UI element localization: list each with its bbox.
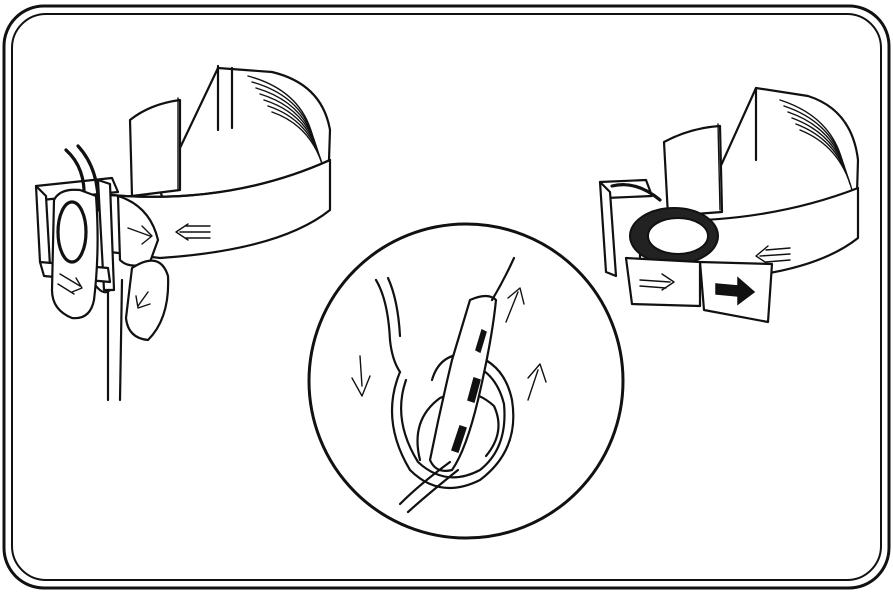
direction-arrow-icon	[715, 276, 756, 306]
figure-frame	[2, 4, 891, 590]
right-band-ribs	[779, 99, 853, 191]
direction-arrow-icon	[135, 291, 151, 309]
left-strap-assembly	[34, 64, 332, 402]
right-strap-fastened	[598, 86, 860, 324]
direction-arrow-icon	[505, 287, 525, 323]
direction-arrow-icon	[57, 273, 83, 295]
direction-arrow-icon	[351, 355, 371, 397]
direction-arrow-icon	[527, 363, 547, 401]
left-band-ribs	[247, 75, 325, 171]
direction-arrow-icon	[755, 245, 791, 265]
cord-hook-icon	[428, 294, 498, 472]
direction-arrow-icon	[639, 273, 675, 291]
center-cord-loop-detail	[307, 222, 625, 540]
direction-arrow-icon	[175, 223, 211, 241]
direction-arrow-icon	[127, 225, 153, 245]
